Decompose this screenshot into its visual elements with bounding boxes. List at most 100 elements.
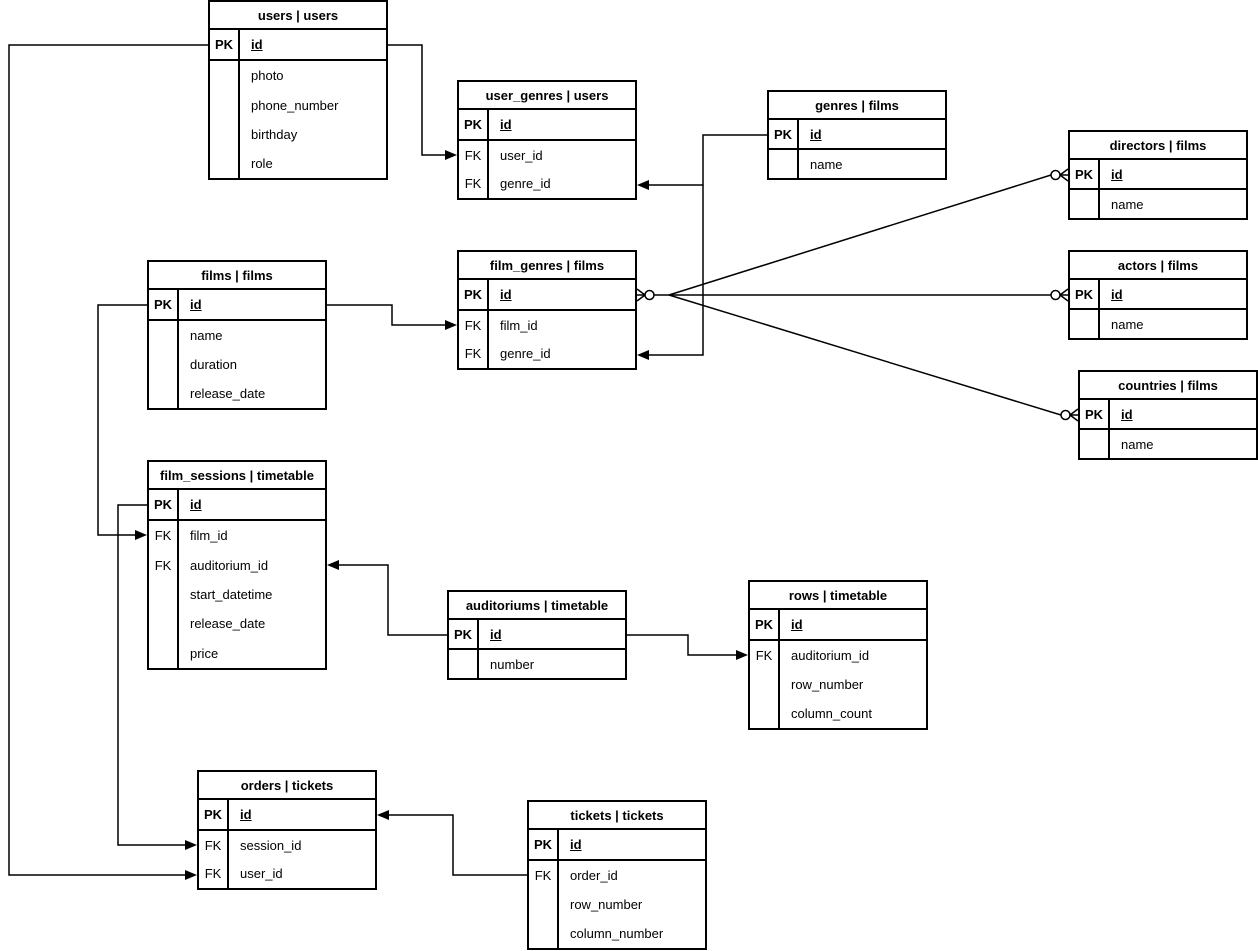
connector-films.id-to-film_genres.film_id <box>327 304 457 330</box>
attribute-name: row_number <box>570 897 643 912</box>
connector-junction-to-actors.id <box>669 288 1069 302</box>
key-label: PK <box>1080 400 1110 428</box>
entity-title: film_sessions | timetable <box>149 462 325 490</box>
entity-title: films | films <box>149 262 325 290</box>
entity-title: rows | timetable <box>750 582 926 610</box>
attribute-name: user_id <box>500 147 543 163</box>
key-label <box>1080 430 1110 458</box>
entity-title: auditoriums | timetable <box>449 592 625 620</box>
attribute-name: release_date <box>190 386 266 401</box>
key-label: FK <box>459 169 489 198</box>
attribute-name: start_datetime <box>190 587 273 603</box>
connector-tickets.order_id-to-orders.id <box>377 810 527 876</box>
attribute-name: order_id <box>570 868 618 883</box>
attribute-name: name <box>1111 316 1144 332</box>
connector-users.id-to-user_genres.user_id <box>388 44 457 160</box>
key-label: FK <box>529 861 559 890</box>
key-label: PK <box>1070 160 1100 188</box>
key-label: PK <box>149 490 179 520</box>
entity-title: tickets | tickets <box>529 802 705 830</box>
key-label: FK <box>459 310 489 340</box>
connector-auditoriums.id-to-film_sessions.auditorium_id <box>327 560 447 636</box>
key-label <box>210 119 240 149</box>
attribute-name: id <box>810 126 822 142</box>
attribute-row-tickets-order_id: FK order_id <box>529 861 705 890</box>
attribute-name: id <box>251 37 263 53</box>
attribute-row-auditoriums-number: number <box>449 650 625 678</box>
attribute-row-rows-id: PK id <box>750 610 926 641</box>
attribute-name: film_id <box>190 528 228 544</box>
key-label <box>1070 310 1100 338</box>
attribute-name: price <box>190 645 219 661</box>
attribute-row-actors-name: name <box>1070 310 1246 338</box>
key-label <box>529 890 559 919</box>
attribute-name: number <box>490 656 535 672</box>
attribute-row-users-photo: photo <box>210 61 386 91</box>
attribute-name: genre_id <box>500 346 551 362</box>
key-label <box>149 321 179 350</box>
key-label: FK <box>199 859 229 888</box>
key-label: FK <box>750 641 780 670</box>
key-label <box>149 579 179 610</box>
attribute-name: photo <box>251 68 284 84</box>
entity-title: user_genres | users <box>459 82 635 110</box>
attribute-row-users-birthday: birthday <box>210 119 386 149</box>
entity-title: countries | films <box>1080 372 1256 400</box>
key-label: PK <box>459 280 489 309</box>
attribute-name: id <box>490 626 502 642</box>
attribute-name: id <box>190 297 202 312</box>
attribute-name: id <box>1111 286 1123 302</box>
attribute-row-film_sessions-price: price <box>149 638 325 668</box>
key-label: FK <box>149 550 179 580</box>
key-label <box>149 379 179 408</box>
connector-junction-to-directors.id <box>668 168 1069 296</box>
key-label: PK <box>199 800 229 829</box>
attribute-row-film_genres-genre_id: FK genre_id <box>459 339 635 368</box>
connector-junction-to-countries.id <box>668 294 1079 422</box>
key-label: PK <box>769 120 799 148</box>
key-label: PK <box>750 610 780 639</box>
key-label: FK <box>459 339 489 368</box>
attribute-name: auditorium_id <box>190 557 269 573</box>
key-label: PK <box>529 830 559 859</box>
connector-genres.id-to-user_genres.genre_id <box>637 134 767 190</box>
key-label <box>750 670 780 699</box>
key-label <box>210 90 240 120</box>
attribute-name: genre_id <box>500 176 551 192</box>
attribute-name: id <box>791 617 803 632</box>
attribute-row-films-duration: duration <box>149 350 325 379</box>
key-label <box>210 148 240 178</box>
attribute-name: id <box>500 286 512 302</box>
connector-film_genres.id-to-junction <box>636 288 669 302</box>
key-label: FK <box>459 140 489 170</box>
attribute-name: column_count <box>791 706 872 721</box>
key-label: PK <box>449 620 479 648</box>
key-label <box>1070 190 1100 218</box>
key-label <box>769 150 799 178</box>
entity-title: actors | films <box>1070 252 1246 280</box>
connector-users.id-to-orders.user_id <box>8 44 208 880</box>
entity-title: users | users <box>210 2 386 30</box>
